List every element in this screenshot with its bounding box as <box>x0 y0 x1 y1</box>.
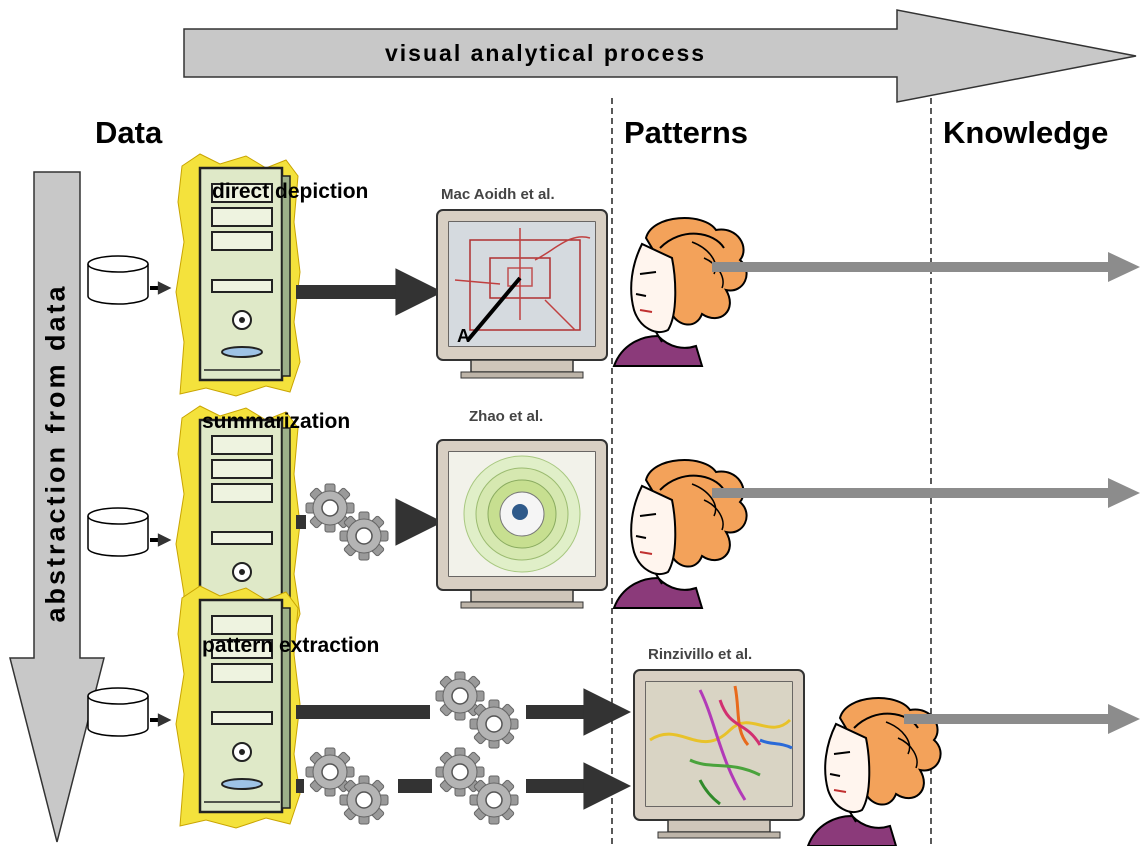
citation-zhao: Zhao et al. <box>469 408 544 425</box>
computer-icon <box>174 584 302 830</box>
gears-icon <box>436 672 518 748</box>
database-icon <box>87 687 149 737</box>
analyst-icon <box>613 459 748 609</box>
database-icon <box>87 255 149 305</box>
abstraction-arrow-label: abstraction from data <box>40 283 71 623</box>
radial-visualization <box>449 452 595 576</box>
trajectory-map <box>646 682 793 806</box>
citation-rinzivillo: Rinzivillo et al. <box>648 646 753 663</box>
process-arrow <box>183 9 1137 103</box>
map-marker-label: A <box>457 326 470 346</box>
row-direct-depiction-label: direct depiction <box>212 180 369 203</box>
process-arrow-label: visual analytical process <box>385 40 707 66</box>
gears-icon <box>306 484 388 560</box>
citation-mac-aoidh: Mac Aoidh et al. <box>441 186 555 203</box>
abstraction-arrow <box>9 171 105 843</box>
database-icon <box>87 507 149 557</box>
column-data-heading: Data <box>95 115 163 150</box>
column-patterns-heading: Patterns <box>624 115 749 150</box>
knowledge-arrow <box>904 704 1140 734</box>
gears-icon <box>306 748 388 824</box>
column-knowledge-heading: Knowledge <box>943 115 1109 150</box>
analyst-icon <box>613 217 748 367</box>
gears-icon <box>436 748 518 824</box>
knowledge-arrow <box>712 478 1140 508</box>
map-screenshot <box>449 222 595 346</box>
row-pattern-extraction-label: pattern extraction <box>202 634 380 657</box>
knowledge-arrow <box>712 252 1140 282</box>
row-summarization-label: summarization <box>202 410 351 433</box>
